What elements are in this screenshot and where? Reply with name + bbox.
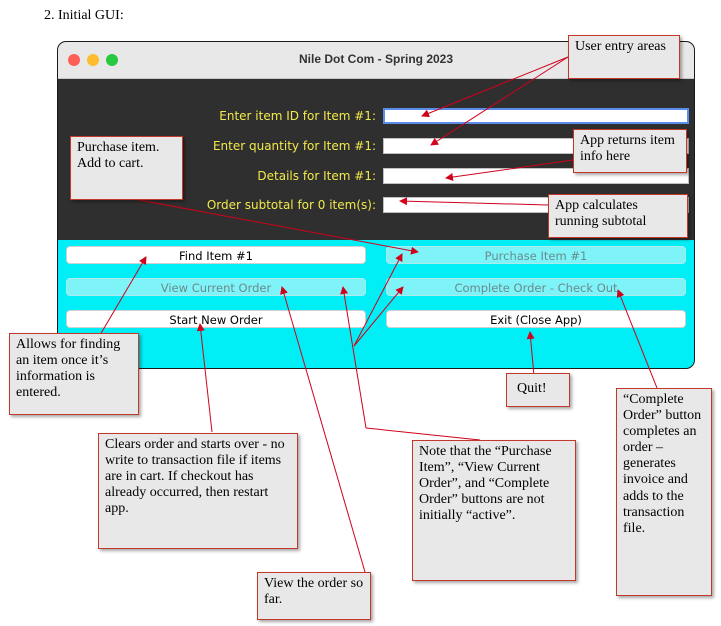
item-id-label: Enter item ID for Item #1: [219, 109, 376, 123]
callout-quit: Quit! [506, 373, 570, 407]
arrow-note-view [340, 286, 367, 429]
arrow-user-entry-1 [421, 56, 569, 118]
close-window-icon[interactable] [68, 54, 80, 66]
details-label: Details for Item #1: [257, 169, 376, 183]
arrow-returns-info [445, 159, 574, 181]
exit-button[interactable]: Exit (Close App) [386, 310, 686, 328]
callout-purchase-item: Purchase item. Add to cart. [70, 136, 183, 200]
callout-complete-order: “Complete Order” button completes an ord… [616, 388, 712, 596]
callout-user-entry: User entry areas [568, 35, 680, 79]
subtotal-label: Order subtotal for 0 item(s): [206, 198, 376, 212]
arrow-view-order [280, 286, 366, 573]
find-item-button[interactable]: Find Item #1 [66, 246, 366, 264]
arrow-complete-order [616, 289, 658, 389]
arrow-note-complete [353, 286, 404, 347]
arrow-start-new [196, 323, 213, 433]
arrow-quit [526, 331, 535, 377]
callout-allows-find: Allows for finding an item once it’s inf… [9, 333, 139, 415]
purchase-item-button[interactable]: Purchase Item #1 [386, 246, 686, 264]
title-bar: Nile Dot Com - Spring 2023 [58, 42, 694, 79]
callout-note-inactive: Note that the “Purchase Item”, “View Cur… [412, 440, 576, 581]
minimize-window-icon[interactable] [87, 54, 99, 66]
connector-note [365, 427, 481, 441]
callout-calc-subtotal: App calculates running subtotal [548, 194, 688, 238]
button-panel: Find Item #1 Purchase Item #1 View Curre… [58, 240, 694, 368]
view-current-order-button[interactable]: View Current Order [66, 278, 366, 296]
callout-returns-info: App returns item info here [573, 129, 687, 173]
arrow-find [99, 256, 147, 336]
quantity-label: Enter quantity for Item #1: [212, 139, 376, 153]
arrow-purchase [117, 195, 419, 255]
arrow-note-purchase [353, 253, 403, 347]
zoom-window-icon[interactable] [106, 54, 118, 66]
callout-clears-order: Clears order and starts over - no write … [98, 433, 298, 549]
arrow-user-entry-2 [430, 56, 569, 146]
start-new-order-button[interactable]: Start New Order [66, 310, 366, 328]
callout-view-order: View the order so far. [257, 572, 371, 620]
section-heading: 2. Initial GUI: [44, 8, 124, 23]
arrow-subtotal [399, 197, 549, 206]
complete-order-button[interactable]: Complete Order - Check Out [386, 278, 686, 296]
window-title: Nile Dot Com - Spring 2023 [298, 52, 454, 66]
item-id-input[interactable] [383, 108, 689, 124]
